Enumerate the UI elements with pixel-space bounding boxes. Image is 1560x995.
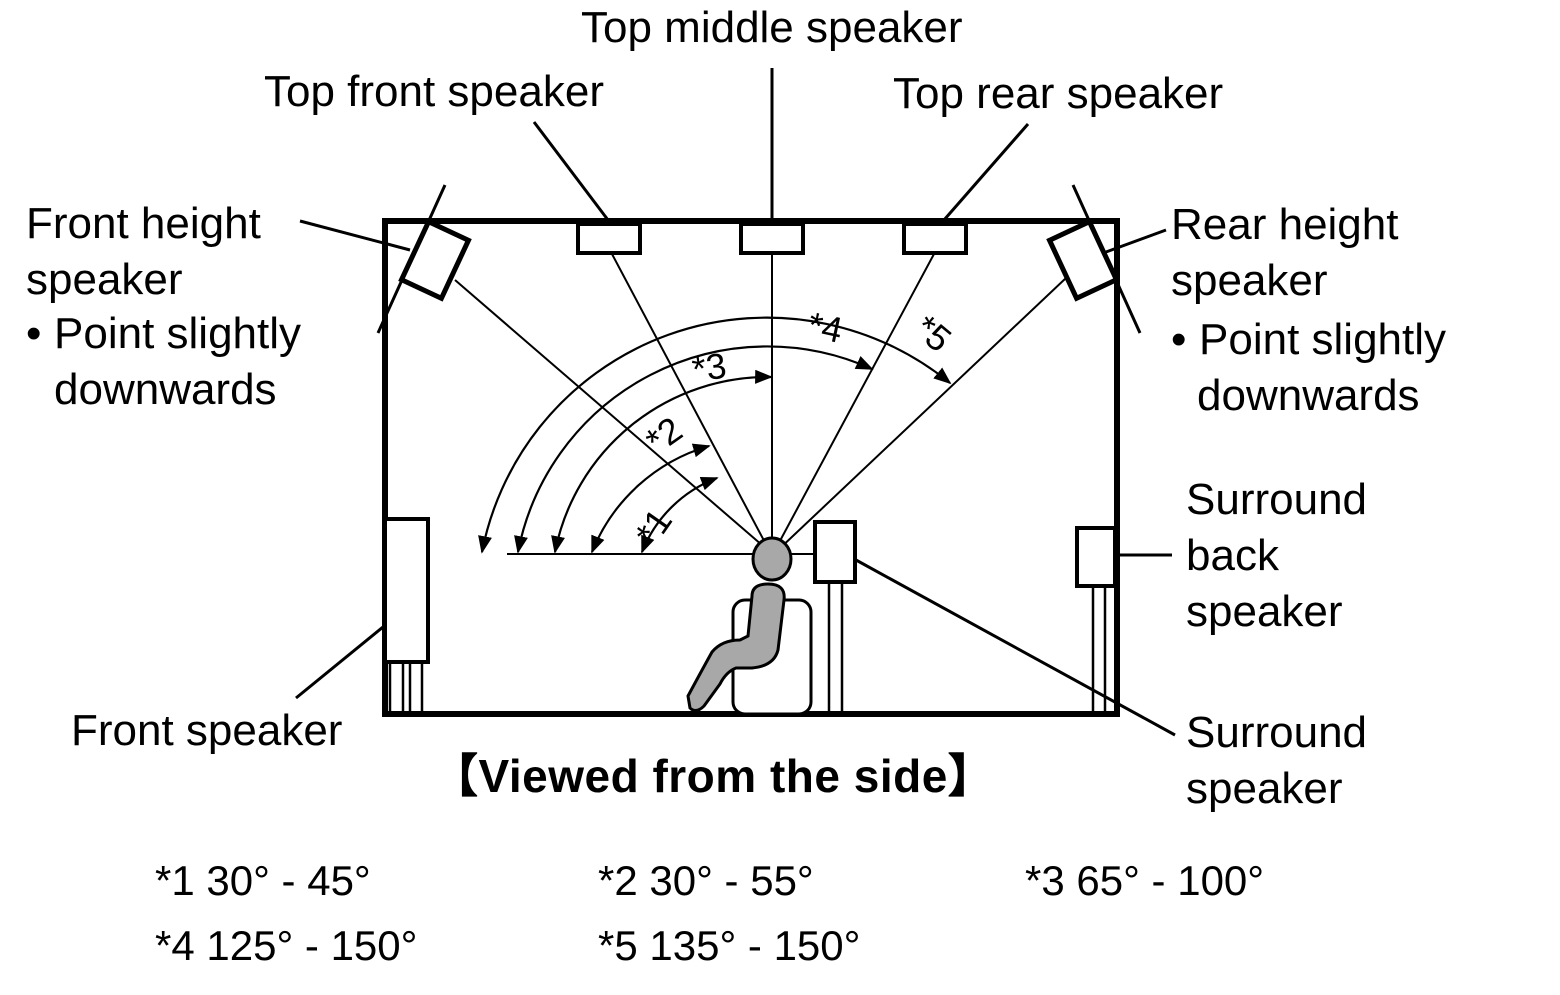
- listener-icon: [686, 536, 813, 716]
- bullet-icon: •: [26, 309, 42, 358]
- label-surround-back-speaker: Surround back speaker: [1186, 475, 1368, 636]
- label-front-speaker: Front speaker: [71, 706, 343, 755]
- note-rear-height: •Point slightly downwards: [1171, 312, 1446, 424]
- marker-5: *5: [907, 307, 959, 360]
- label-top-rear-speaker: Top rear speaker: [893, 69, 1224, 118]
- marker-1: *1: [627, 501, 680, 552]
- note-front-height: •Point slightly downwards: [26, 306, 301, 418]
- label-top-front-speaker: Top front speaker: [264, 67, 604, 116]
- legend-item-3: *3 65° - 100°: [1025, 857, 1265, 904]
- label-top-middle-speaker: Top middle speaker: [581, 3, 963, 52]
- top-middle-speaker-icon: [739, 222, 805, 255]
- bullet-icon: •: [1171, 315, 1187, 364]
- legend-item-2: *2 30° - 55°: [598, 857, 814, 904]
- legend-item-1: *1 30° - 45°: [155, 857, 371, 904]
- diagram-caption: 【Viewed from the side】: [432, 750, 995, 802]
- marker-4: *4: [804, 304, 846, 351]
- marker-2: *2: [638, 408, 689, 461]
- legend-item-4: *4 125° - 150°: [155, 922, 418, 969]
- legend-item-5: *5 135° - 150°: [598, 922, 861, 969]
- surround-speaker-icon: [813, 520, 857, 714]
- marker-3: *3: [689, 345, 728, 390]
- top-rear-speaker-icon: [902, 222, 968, 255]
- surround-back-speaker-icon: [1075, 526, 1117, 714]
- label-surround-speaker: Surround speaker: [1186, 708, 1368, 813]
- label-rear-height-speaker: Rear height speaker: [1171, 200, 1399, 305]
- angle-arcs: [478, 316, 952, 554]
- sound-rays: [454, 253, 1067, 553]
- front-speaker-icon: [383, 517, 430, 714]
- top-front-speaker-icon: [576, 222, 642, 255]
- label-front-height-speaker: Front height speaker: [26, 199, 261, 304]
